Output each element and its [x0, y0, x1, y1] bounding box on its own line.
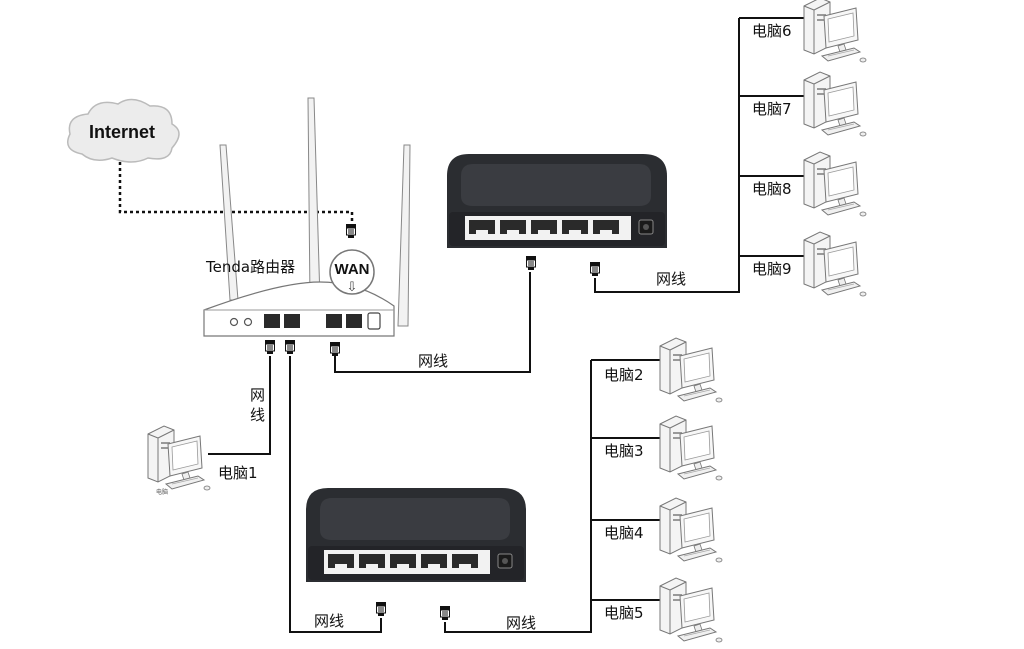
router: Tenda路由器 WAN ⇩ [203, 97, 411, 337]
router-wan-port [346, 314, 362, 328]
computer-icon [659, 497, 723, 563]
computer-icon [803, 151, 867, 217]
computer-pc4: 电脑4 [604, 497, 723, 563]
computer-icon [803, 0, 867, 63]
computer-pc5: 电脑5 [604, 577, 723, 643]
router-lan-plug-3-icon [329, 341, 341, 357]
wan-label: WAN [335, 261, 370, 278]
wan-down-arrow-icon: ⇩ [347, 280, 358, 295]
cable-label-router-switch-top: 网线 [418, 352, 448, 370]
computer-icon [147, 425, 211, 491]
router-reset-button [243, 317, 253, 327]
router-power-port [367, 312, 381, 330]
switch-bottom-plug-in-icon [375, 601, 387, 617]
computer-icon [659, 415, 723, 481]
computer-label: 电脑6 [752, 22, 792, 40]
cable-router-to-pc1 [208, 356, 271, 455]
computer-pc2: 电脑2 [604, 337, 723, 403]
computer-pc7: 电脑7 [752, 71, 867, 137]
cloud-icon [67, 98, 180, 163]
router-lan-port-2 [284, 314, 300, 328]
cable-label-router-pc1-char1: 网 [250, 386, 265, 404]
cloud-label: Internet [89, 122, 155, 142]
switch-top-plug-in-icon [525, 255, 537, 271]
router-power-button [229, 317, 239, 327]
computer-label: 电脑4 [604, 524, 644, 542]
computer-icon [659, 337, 723, 403]
computer-label: 电脑7 [752, 100, 792, 118]
computer-caption: 电脑 [156, 488, 168, 496]
computer-pc1: 电脑 电脑1 [147, 425, 258, 496]
router-antenna-left [219, 144, 239, 301]
computer-icon [803, 231, 867, 297]
router-lan-plug-1-icon [264, 339, 276, 355]
router-brand-label: Tenda路由器 [205, 258, 295, 276]
internet-cable [118, 162, 354, 226]
switch-bottom-plug-out-icon [439, 605, 451, 621]
cable-switch-top-to-pcs [594, 18, 740, 293]
router-antenna-middle [307, 97, 321, 301]
cable-label-router-switch-bottom: 网线 [314, 612, 344, 630]
computer-label: 电脑9 [752, 260, 792, 278]
cable-router-to-switch-bottom [289, 356, 382, 633]
router-antenna-right [397, 144, 411, 327]
switch-bottom [305, 487, 527, 583]
cable-router-to-switch-top [334, 272, 531, 373]
internet-cloud: Internet [67, 98, 180, 163]
cable-label-switch-bottom-pcs: 网线 [506, 614, 536, 632]
wan-badge [329, 249, 375, 295]
router-lan-port-3 [326, 314, 342, 328]
cable-label-router-pc1-char2: 线 [250, 406, 265, 424]
router-lan-plug-2-icon [284, 339, 296, 355]
cable-switch-bottom-to-pcs [444, 360, 592, 633]
computer-pc3: 电脑3 [604, 415, 723, 481]
computer-label: 电脑1 [218, 464, 258, 482]
switch-top [446, 153, 668, 249]
cable-label-switch-top-pcs: 网线 [656, 270, 686, 288]
computer-pc8: 电脑8 [752, 151, 867, 217]
computer-label: 电脑2 [604, 366, 644, 384]
computer-pc6: 电脑6 [752, 0, 867, 63]
switch-top-plug-out-icon [589, 261, 601, 277]
computer-label: 电脑8 [752, 180, 792, 198]
computer-label: 电脑3 [604, 442, 644, 460]
computer-pc9: 电脑9 [752, 231, 867, 297]
computer-icon [659, 577, 723, 643]
computer-label: 电脑5 [604, 604, 644, 622]
computer-icon [803, 71, 867, 137]
router-lan-port-1 [264, 314, 280, 328]
wan-cable-plug-icon [345, 223, 357, 239]
